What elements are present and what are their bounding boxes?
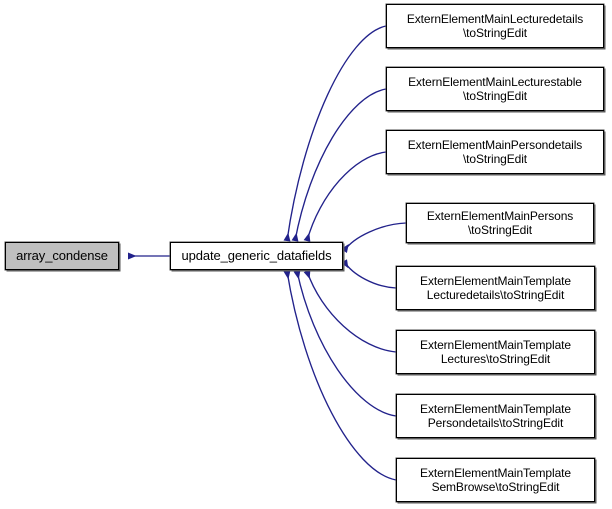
node-array-condense[interactable]: array_condense — [5, 242, 119, 270]
node-label: ExternElementMainLecturestable \toString… — [408, 74, 582, 103]
node-extern-element-main-lecturedetails[interactable]: ExternElementMainLecturedetails \toStrin… — [386, 4, 604, 48]
node-update-generic-datafields[interactable]: update_generic_datafields — [170, 242, 343, 270]
node-extern-element-main-template-persondetails[interactable]: ExternElementMainTemplate Persondetails\… — [396, 394, 595, 438]
graph-edge — [283, 25, 387, 242]
node-label: ExternElementMainTemplate Lecturedetails… — [420, 273, 571, 302]
node-extern-element-main-template-sembrowse[interactable]: ExternElementMainTemplate SemBrowse\toSt… — [396, 458, 595, 502]
node-label: ExternElementMainPersons \toStringEdit — [426, 208, 574, 237]
node-label: ExternElementMainPersondetails \toString… — [407, 137, 583, 166]
graph-edge — [303, 151, 387, 242]
graph-edge — [340, 259, 397, 289]
node-label: ExternElementMainTemplate Lectures\toStr… — [420, 337, 571, 366]
node-label: update_generic_datafields — [181, 248, 332, 264]
node-extern-element-main-template-lecturedetails[interactable]: ExternElementMainTemplate Lecturedetails… — [396, 266, 595, 310]
node-label: ExternElementMainLecturedetails \toStrin… — [406, 11, 584, 40]
node-extern-element-main-lecturestable[interactable]: ExternElementMainLecturestable \toString… — [386, 67, 604, 111]
node-extern-element-main-template-lectures[interactable]: ExternElementMainTemplate Lectures\toStr… — [396, 330, 595, 374]
node-extern-element-main-persons[interactable]: ExternElementMainPersons \toStringEdit — [406, 203, 594, 243]
graph-edge — [283, 270, 397, 481]
graph-edge — [293, 270, 397, 417]
node-label: array_condense — [16, 248, 108, 264]
graph-edge — [341, 222, 407, 253]
node-extern-element-main-persondetails[interactable]: ExternElementMainPersondetails \toString… — [386, 130, 604, 174]
node-label: ExternElementMainTemplate SemBrowse\toSt… — [420, 465, 571, 494]
graph-edge — [303, 269, 397, 353]
node-label: ExternElementMainTemplate Persondetails\… — [420, 401, 571, 430]
graph-edge — [291, 88, 387, 242]
